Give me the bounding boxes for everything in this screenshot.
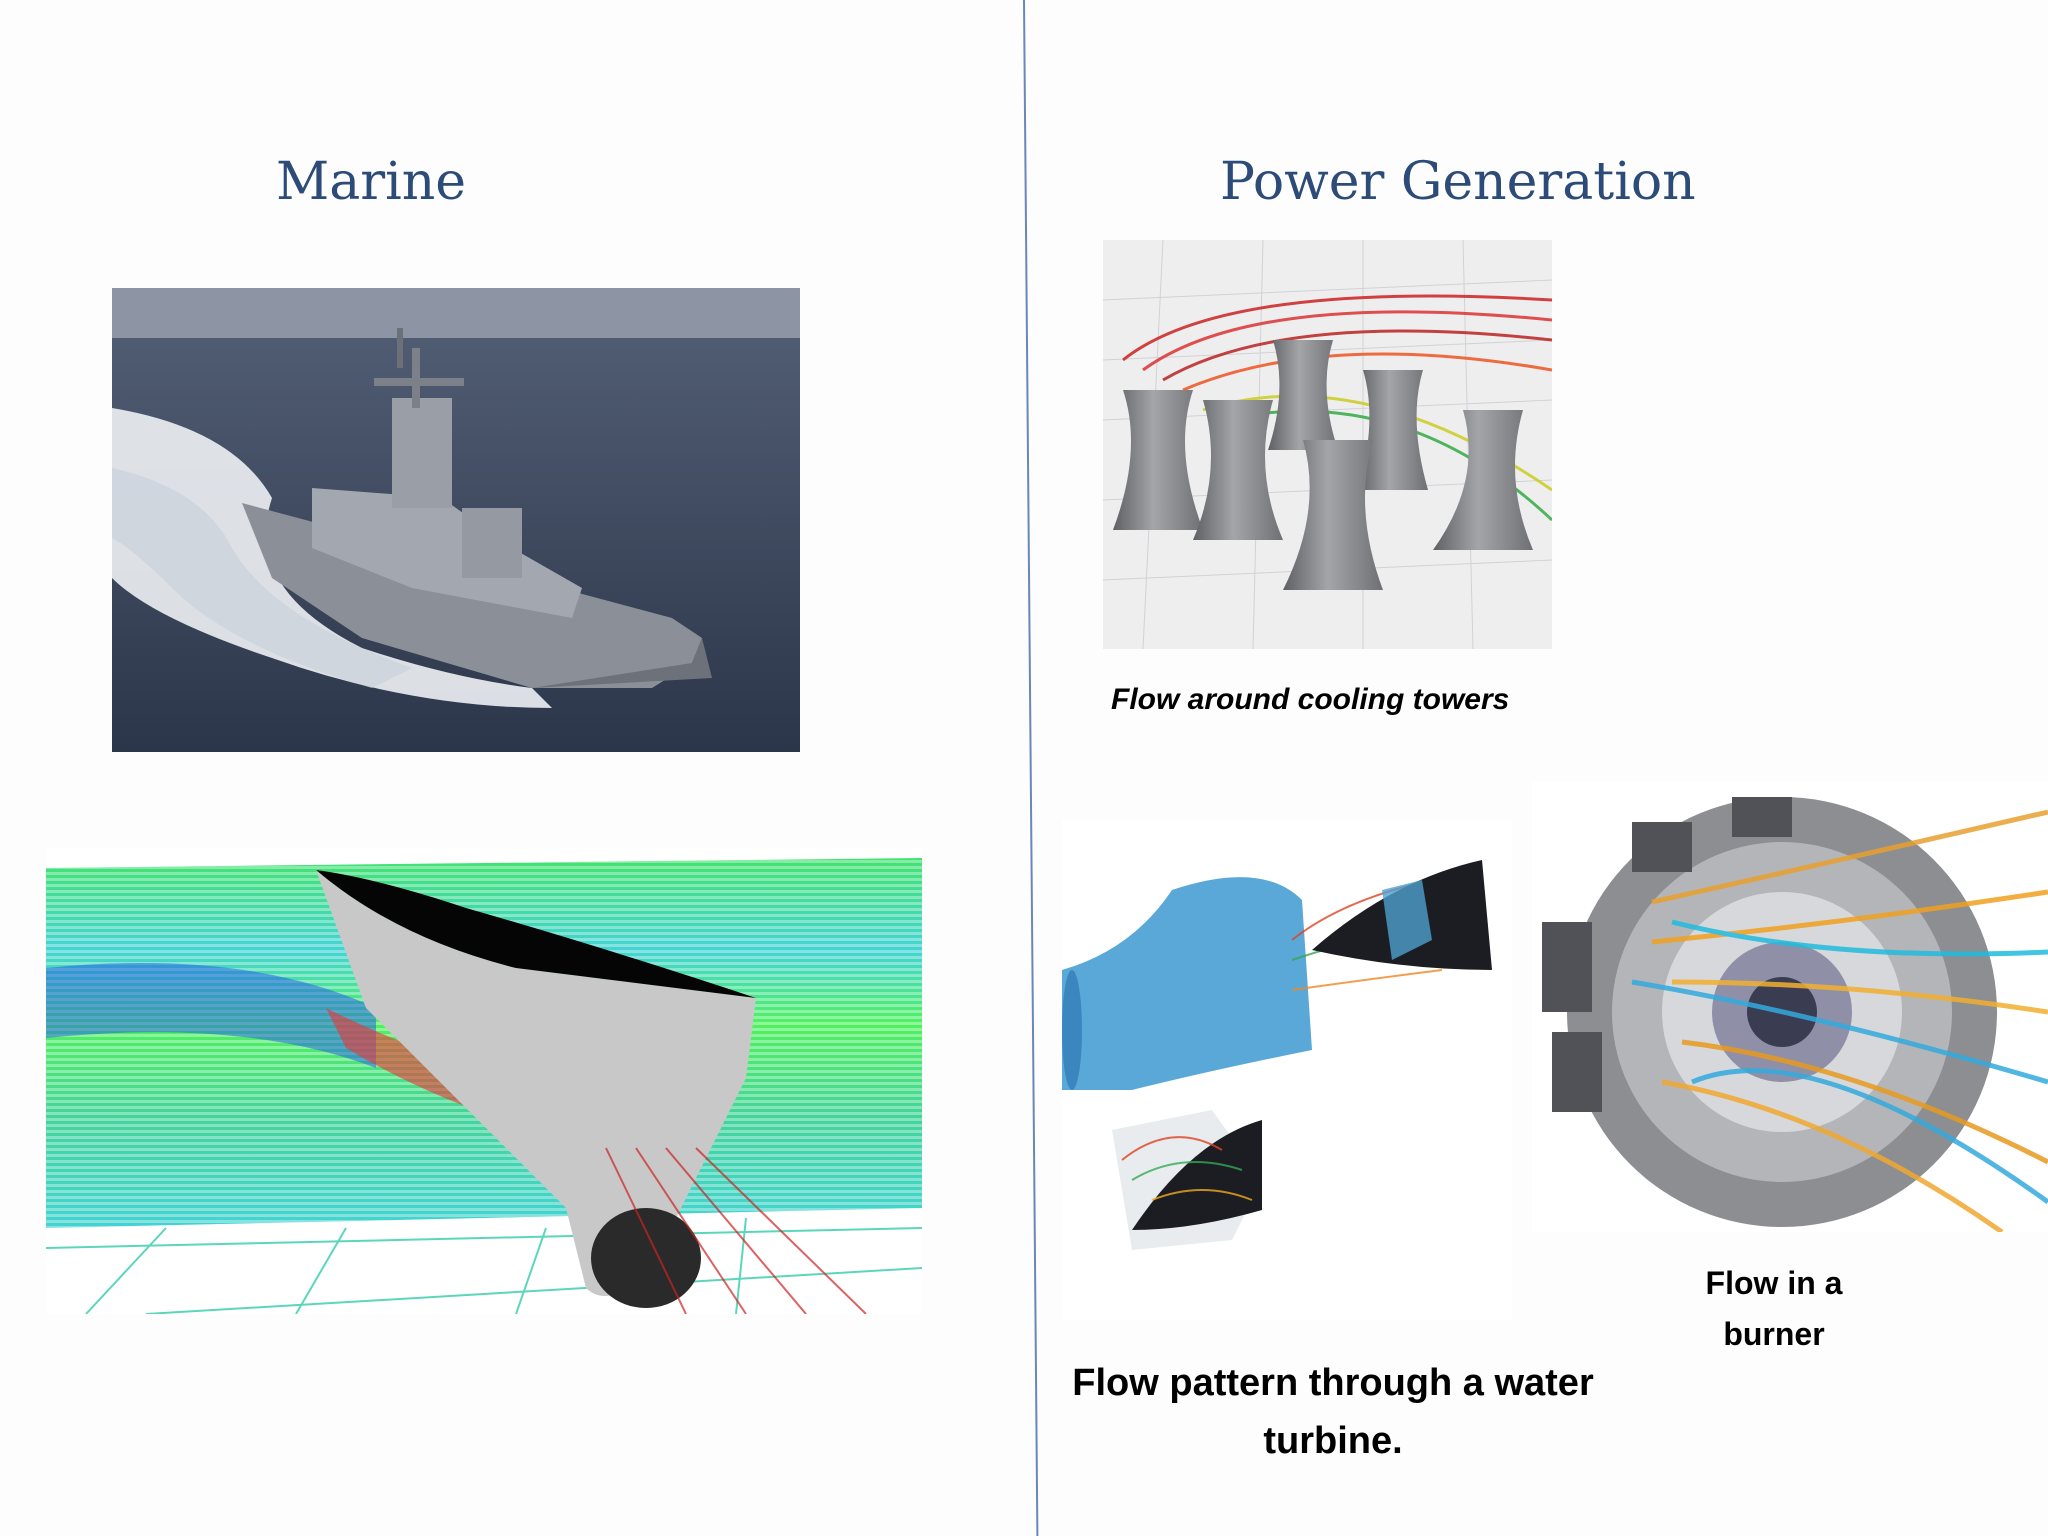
burner-flow-simulation — [1532, 782, 2048, 1232]
caption-burner: Flow in a burner — [1705, 1265, 1843, 1352]
cooling-towers-flow-simulation — [1103, 240, 1552, 649]
column-divider — [1023, 0, 1039, 1536]
warship-photo — [112, 288, 800, 752]
caption-water-turbine: Flow pattern through a water turbine. — [1072, 1362, 1594, 1462]
caption-cooling-towers: Flow around cooling towers — [1111, 683, 1510, 716]
ship-hull-flow-simulation — [46, 848, 922, 1314]
water-turbine-flow-simulation — [1062, 820, 1512, 1320]
section-title-marine: Marine — [276, 152, 466, 212]
section-title-power-generation: Power Generation — [1220, 152, 1696, 212]
